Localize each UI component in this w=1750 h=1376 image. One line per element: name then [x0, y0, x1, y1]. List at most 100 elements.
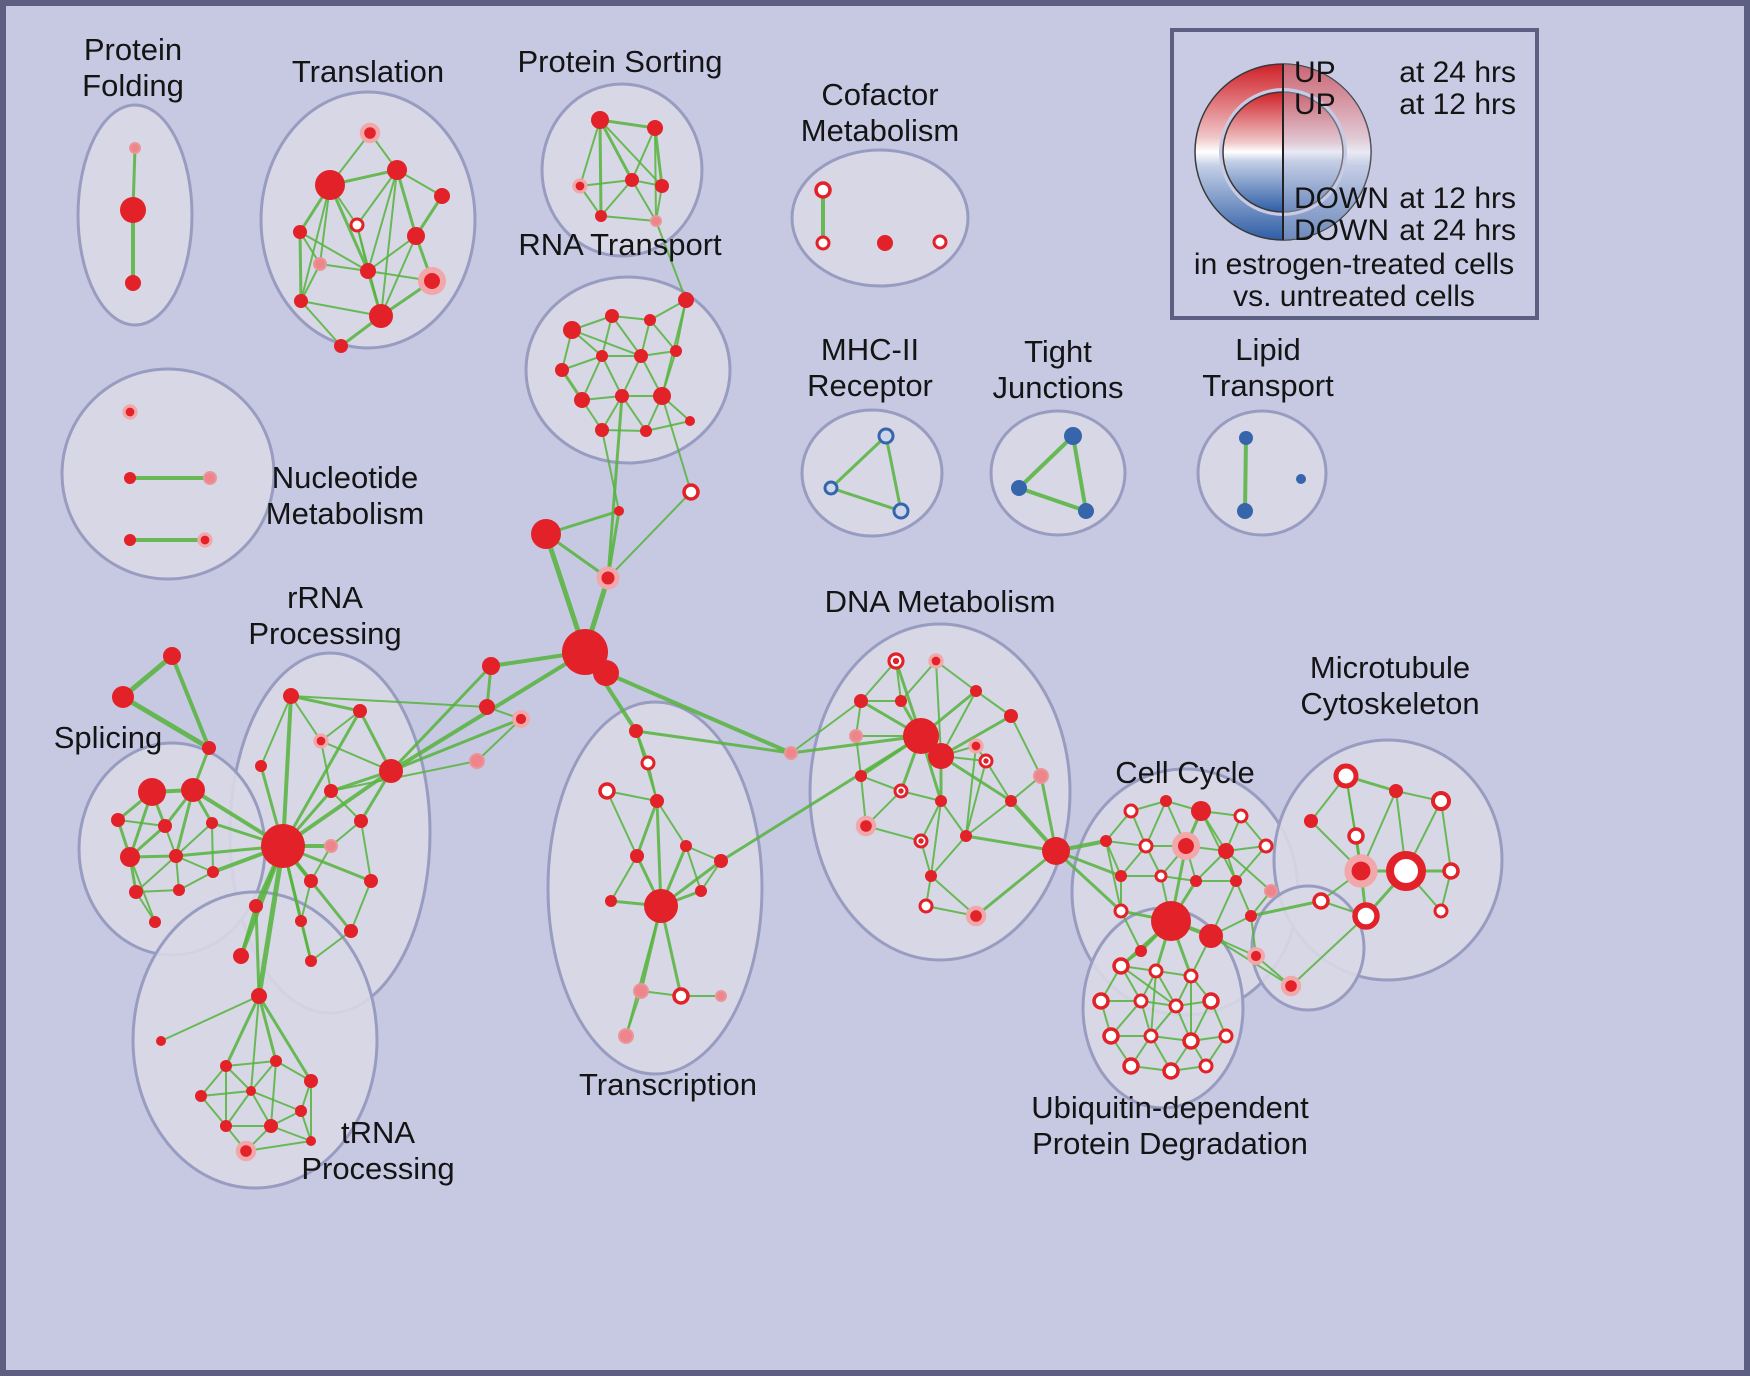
network-node[interactable]: [932, 234, 948, 250]
network-node[interactable]: [324, 784, 338, 798]
network-node[interactable]: [670, 345, 682, 357]
network-node[interactable]: [814, 181, 832, 199]
network-node[interactable]: [1160, 795, 1172, 807]
network-node[interactable]: [680, 840, 692, 852]
network-node[interactable]: [1005, 795, 1017, 807]
network-node[interactable]: [1389, 784, 1403, 798]
network-node[interactable]: [644, 314, 656, 326]
network-node[interactable]: [960, 830, 972, 842]
network-node[interactable]: [1033, 768, 1049, 784]
network-node[interactable]: [595, 210, 607, 222]
network-node[interactable]: [855, 815, 877, 837]
network-node[interactable]: [344, 924, 358, 938]
network-node[interactable]: [555, 363, 569, 377]
network-node[interactable]: [313, 257, 327, 271]
network-node[interactable]: [563, 321, 581, 339]
network-node[interactable]: [305, 955, 317, 967]
network-node[interactable]: [625, 173, 639, 187]
network-node[interactable]: [595, 423, 609, 437]
network-node[interactable]: [854, 694, 868, 708]
network-node[interactable]: [605, 895, 617, 907]
network-node[interactable]: [1199, 924, 1223, 948]
network-node[interactable]: [1004, 709, 1018, 723]
network-node[interactable]: [1113, 903, 1129, 919]
network-node[interactable]: [120, 197, 146, 223]
network-node[interactable]: [1442, 862, 1460, 880]
network-node[interactable]: [1151, 901, 1191, 941]
network-node[interactable]: [1247, 947, 1265, 965]
network-node[interactable]: [1386, 851, 1426, 891]
network-node[interactable]: [685, 416, 695, 426]
network-node[interactable]: [304, 1074, 318, 1088]
network-node[interactable]: [968, 738, 984, 754]
network-node[interactable]: [195, 1090, 207, 1102]
network-node[interactable]: [1239, 431, 1253, 445]
network-node[interactable]: [644, 889, 678, 923]
network-node[interactable]: [293, 225, 307, 239]
network-node[interactable]: [965, 905, 987, 927]
network-node[interactable]: [479, 699, 495, 715]
network-node[interactable]: [629, 724, 643, 738]
network-node[interactable]: [614, 506, 624, 516]
network-node[interactable]: [295, 1105, 307, 1117]
network-node[interactable]: [173, 884, 185, 896]
network-node[interactable]: [682, 483, 700, 501]
network-node[interactable]: [1078, 503, 1094, 519]
network-node[interactable]: [1218, 1028, 1234, 1044]
network-node[interactable]: [149, 916, 161, 928]
network-node[interactable]: [855, 770, 867, 782]
network-node[interactable]: [360, 263, 376, 279]
network-node[interactable]: [1431, 791, 1451, 811]
network-node[interactable]: [1198, 1058, 1214, 1074]
network-node[interactable]: [877, 427, 895, 445]
network-node[interactable]: [618, 1028, 634, 1044]
network-node[interactable]: [1304, 814, 1318, 828]
network-node[interactable]: [1344, 854, 1378, 888]
network-node[interactable]: [1143, 1028, 1159, 1044]
network-node[interactable]: [695, 885, 707, 897]
network-node[interactable]: [598, 782, 616, 800]
network-node[interactable]: [562, 629, 608, 675]
network-node[interactable]: [714, 854, 728, 868]
network-node[interactable]: [531, 519, 561, 549]
network-node[interactable]: [615, 389, 629, 403]
network-node[interactable]: [1190, 875, 1202, 887]
network-node[interactable]: [206, 817, 218, 829]
network-node[interactable]: [203, 471, 217, 485]
network-node[interactable]: [111, 813, 125, 827]
network-node[interactable]: [304, 874, 318, 888]
network-node[interactable]: [1352, 902, 1380, 930]
network-node[interactable]: [1042, 837, 1070, 865]
network-node[interactable]: [647, 120, 663, 136]
network-node[interactable]: [1112, 957, 1130, 975]
network-node[interactable]: [678, 292, 694, 308]
network-node[interactable]: [928, 743, 954, 769]
network-node[interactable]: [1123, 803, 1139, 819]
network-node[interactable]: [379, 759, 403, 783]
network-node[interactable]: [1233, 808, 1249, 824]
network-node[interactable]: [235, 1140, 257, 1162]
network-node[interactable]: [1183, 968, 1199, 984]
network-node[interactable]: [895, 695, 907, 707]
network-node[interactable]: [181, 778, 205, 802]
network-node[interactable]: [207, 866, 219, 878]
network-node[interactable]: [197, 532, 213, 548]
network-node[interactable]: [417, 266, 447, 296]
network-node[interactable]: [313, 733, 329, 749]
network-node[interactable]: [1102, 1027, 1120, 1045]
network-node[interactable]: [512, 710, 530, 728]
network-node[interactable]: [715, 990, 727, 1002]
network-node[interactable]: [124, 472, 136, 484]
network-node[interactable]: [593, 660, 619, 686]
network-node[interactable]: [1230, 875, 1242, 887]
network-node[interactable]: [1312, 892, 1330, 910]
network-node[interactable]: [903, 718, 939, 754]
network-node[interactable]: [672, 987, 690, 1005]
network-node[interactable]: [935, 795, 947, 807]
network-node[interactable]: [1280, 975, 1302, 997]
network-node[interactable]: [1182, 1032, 1200, 1050]
network-node[interactable]: [815, 235, 831, 251]
network-node[interactable]: [1296, 474, 1306, 484]
network-node[interactable]: [112, 686, 134, 708]
network-node[interactable]: [1148, 963, 1164, 979]
